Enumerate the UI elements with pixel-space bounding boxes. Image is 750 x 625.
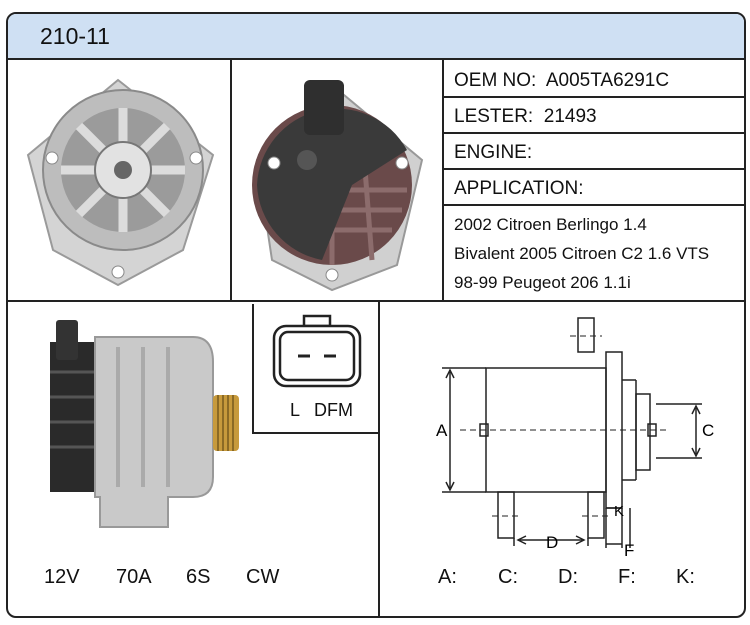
connector-pin-dfm: DFM (314, 400, 353, 420)
divider (8, 300, 744, 302)
dim-field-k: K: (676, 566, 695, 588)
application-line: 2002 Citroen Berlingo 1.4 (454, 215, 647, 234)
engine-label: ENGINE: (454, 142, 533, 163)
dim-field-d: D: (558, 566, 578, 588)
side-view-image (8, 302, 248, 532)
rotation-rating: CW (246, 566, 280, 588)
dim-label-k: K (614, 503, 624, 520)
oem-value: A005TA6291C (545, 70, 670, 91)
divider (378, 302, 380, 616)
dim-field-a: A: (438, 566, 457, 588)
dimension-diagram: A C D F K A: C: D: F: K: (380, 302, 744, 616)
connector-box: L DFM (252, 304, 380, 434)
lester-label: LESTER: (454, 106, 534, 127)
dim-label-a: A (436, 421, 448, 440)
rear-view-image (232, 60, 442, 300)
application-line: Bivalent 2005 Citroen C2 1.6 VTS (454, 244, 710, 263)
voltage-rating: 12V (44, 566, 80, 588)
divider (442, 60, 444, 300)
front-view-image (8, 60, 230, 300)
oem-row: OEM NO: A005TA6291C (454, 70, 744, 92)
engine-row: ENGINE: (454, 142, 744, 164)
lester-value: 21493 (543, 106, 597, 127)
header-bar: 210-11 (8, 14, 744, 60)
application-list: 2002 Citroen Berlingo 1.4 Bivalent 2005 … (454, 210, 709, 297)
oem-label: OEM NO: (454, 70, 537, 91)
dim-label-f: F (624, 541, 634, 560)
application-row: APPLICATION: (454, 178, 744, 200)
dim-field-c: C: (498, 566, 518, 588)
divider (230, 60, 232, 300)
part-code: 210-11 (40, 23, 110, 49)
dim-label-d: D (546, 533, 558, 552)
amperage-rating: 70A (116, 566, 152, 588)
product-card: 210-11 (6, 12, 746, 618)
lester-row: LESTER: 21493 (454, 106, 744, 128)
groove-rating: 6S (186, 566, 211, 588)
connector-pin-l: L (290, 400, 301, 420)
dim-label-c: C (702, 421, 714, 440)
application-line: 98-99 Peugeot 206 1.1i (454, 273, 631, 292)
application-label: APPLICATION: (454, 178, 584, 199)
dim-field-f: F: (618, 566, 636, 588)
spec-panel: OEM NO: A005TA6291C LESTER: 21493 ENGINE… (444, 60, 744, 300)
